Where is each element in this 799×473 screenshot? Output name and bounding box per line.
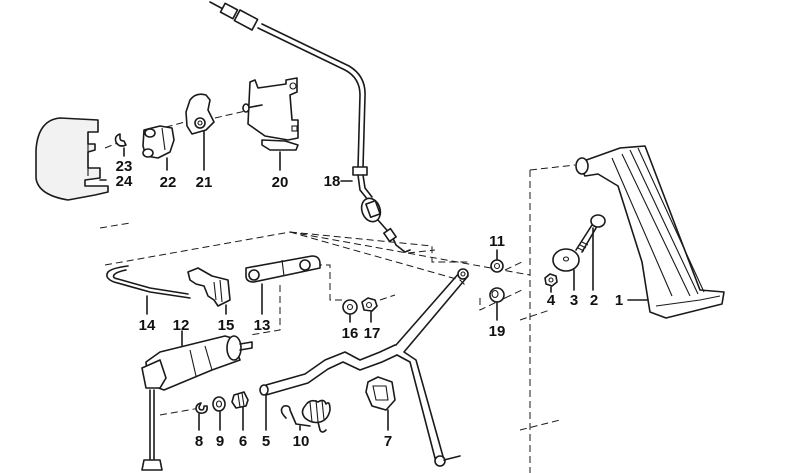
- part-label-22: 22: [160, 174, 177, 191]
- rod: [106, 265, 191, 299]
- part-label-6: 6: [239, 433, 247, 450]
- part-label-5: 5: [262, 433, 270, 450]
- part-label-24: 24: [116, 173, 133, 190]
- nut-4: [544, 273, 558, 287]
- bolt: [575, 214, 606, 253]
- cable-holder: [142, 125, 175, 159]
- return-spring: [280, 399, 331, 433]
- part-label-13: 13: [254, 317, 271, 334]
- part-label-9: 9: [216, 433, 224, 450]
- assembly-lines: [99, 109, 576, 473]
- part-label-1: 1: [615, 292, 623, 309]
- clip: [114, 133, 127, 147]
- part-label-8: 8: [195, 433, 203, 450]
- rubber-grommet: [365, 376, 396, 411]
- accelerator-pedal: [575, 145, 725, 319]
- part-label-18: 18: [324, 173, 341, 190]
- mounting-bracket: [242, 77, 299, 151]
- throttle-cable: [209, 1, 411, 253]
- part-label-2: 2: [590, 292, 598, 309]
- part-label-20: 20: [272, 174, 289, 191]
- clip-bracket: [187, 267, 231, 307]
- part-label-4: 4: [547, 292, 556, 309]
- part-label-14: 14: [139, 317, 156, 334]
- part-label-19: 19: [489, 323, 506, 340]
- pedal-shaft: [259, 344, 398, 396]
- switch-cylinder: [141, 335, 253, 471]
- hex-nut: [361, 297, 378, 312]
- washer-disc: [552, 248, 580, 272]
- part-label-17: 17: [364, 325, 381, 342]
- cover: [35, 117, 109, 201]
- part-label-11: 11: [489, 233, 505, 250]
- part-label-12: 12: [173, 317, 190, 334]
- lock-washer: [342, 299, 358, 315]
- part-label-7: 7: [384, 433, 392, 450]
- part-label-10: 10: [293, 433, 310, 450]
- part-label-23: 23: [116, 158, 133, 175]
- part-label-21: 21: [196, 174, 213, 191]
- washer: [212, 396, 226, 412]
- lever: [185, 93, 215, 135]
- part-label-15: 15: [218, 317, 235, 334]
- bushing-19: [489, 287, 505, 303]
- part-label-3: 3: [570, 292, 578, 309]
- pedal-lever-arm: [395, 268, 469, 467]
- link-bar: [245, 255, 321, 283]
- nut-11: [490, 259, 504, 273]
- part-label-16: 16: [342, 325, 359, 342]
- bushing: [231, 391, 249, 409]
- circlip: [195, 402, 208, 414]
